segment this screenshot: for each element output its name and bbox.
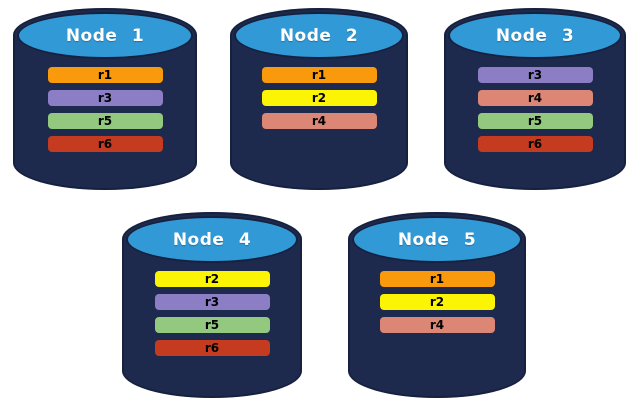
- database-node: Node 1 r1 r3 r5 r6: [13, 8, 197, 190]
- replica-list: r1 r2 r4: [230, 67, 408, 129]
- replica-bar: r6: [154, 340, 270, 356]
- replica-label: r3: [204, 295, 220, 309]
- replica-bar: r4: [477, 90, 593, 106]
- replica-label: r6: [204, 341, 220, 355]
- node-title: Node 3: [495, 25, 575, 46]
- replica-bar: r1: [47, 67, 163, 83]
- node-title: Node 4: [172, 229, 252, 250]
- database-node: Node 2 r1 r2 r4: [230, 8, 408, 190]
- cylinder-top-ellipse: Node 2: [234, 12, 404, 59]
- database-node: Node 3 r3 r4 r5 r6: [444, 8, 626, 190]
- database-node: Node 4 r2 r3 r5 r6: [122, 212, 302, 398]
- replica-bar: r4: [379, 317, 495, 333]
- replica-label: r2: [311, 91, 327, 105]
- replica-label: r4: [527, 91, 543, 105]
- replica-bar: r6: [477, 136, 593, 152]
- replica-bar: r1: [261, 67, 377, 83]
- replica-label: r3: [527, 68, 543, 82]
- cylinder-top-ellipse: Node 5: [352, 216, 522, 263]
- replica-label: r3: [97, 91, 113, 105]
- replica-list: r1 r2 r4: [348, 271, 526, 333]
- replica-label: r4: [429, 318, 445, 332]
- replica-bar: r2: [154, 271, 270, 287]
- replica-label: r5: [97, 114, 113, 128]
- replica-label: r2: [429, 295, 445, 309]
- node-title: Node 1: [65, 25, 145, 46]
- replica-list: r1 r3 r5 r6: [13, 67, 197, 152]
- replica-list: r2 r3 r5 r6: [122, 271, 302, 356]
- replica-bar: r5: [477, 113, 593, 129]
- replica-bar: r1: [379, 271, 495, 287]
- replica-bar: r3: [477, 67, 593, 83]
- replica-label: r4: [311, 114, 327, 128]
- replica-bar: r3: [47, 90, 163, 106]
- replica-bar: r2: [379, 294, 495, 310]
- cylinder-top-ellipse: Node 1: [17, 12, 193, 59]
- replica-label: r1: [97, 68, 113, 82]
- replica-label: r1: [429, 272, 445, 286]
- replica-label: r5: [527, 114, 543, 128]
- replica-list: r3 r4 r5 r6: [444, 67, 626, 152]
- replica-bar: r2: [261, 90, 377, 106]
- replica-label: r2: [204, 272, 220, 286]
- replica-bar: r3: [154, 294, 270, 310]
- cylinder-top-ellipse: Node 3: [448, 12, 622, 59]
- replica-label: r6: [527, 137, 543, 151]
- database-node: Node 5 r1 r2 r4: [348, 212, 526, 398]
- replica-label: r5: [204, 318, 220, 332]
- replica-label: r6: [97, 137, 113, 151]
- node-title: Node 5: [397, 229, 477, 250]
- replica-bar: r5: [47, 113, 163, 129]
- cylinder-top-ellipse: Node 4: [126, 216, 298, 263]
- node-title: Node 2: [279, 25, 359, 46]
- replica-bar: r4: [261, 113, 377, 129]
- replica-label: r1: [311, 68, 327, 82]
- replica-bar: r5: [154, 317, 270, 333]
- replica-bar: r6: [47, 136, 163, 152]
